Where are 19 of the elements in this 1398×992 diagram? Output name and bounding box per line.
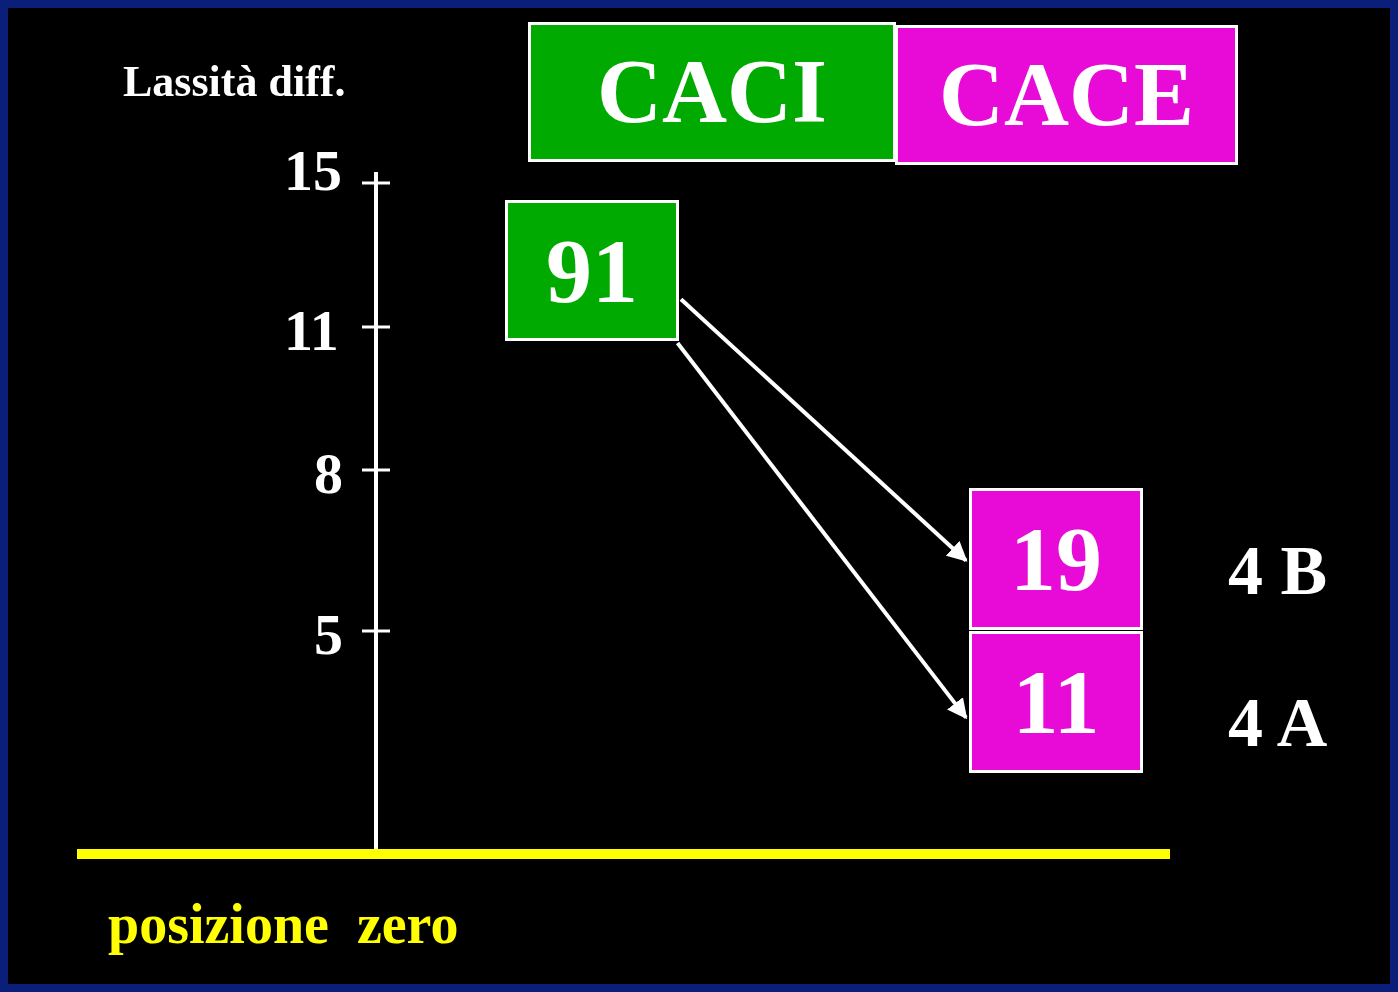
arrow: [675, 341, 968, 720]
value-box: [969, 631, 1143, 773]
tick-label: 15: [284, 142, 342, 200]
axis-title: Lassità diff.: [123, 60, 346, 104]
side-label: 4 A: [1228, 688, 1328, 758]
value-box: [969, 488, 1143, 630]
arrow: [679, 297, 968, 562]
box-label: 91: [546, 224, 638, 317]
box-label: 19: [1010, 513, 1102, 605]
tick-label: 11: [284, 302, 339, 360]
side-label: 4 B: [1228, 536, 1328, 606]
box-label: CACE: [939, 50, 1194, 140]
value-box: [505, 200, 679, 341]
tick-label: 8: [314, 445, 343, 503]
value-box: [528, 22, 896, 162]
box-label: 11: [1012, 656, 1100, 748]
tick-label: 5: [314, 606, 343, 664]
value-box: [895, 25, 1238, 165]
box-label: CACI: [597, 47, 827, 137]
